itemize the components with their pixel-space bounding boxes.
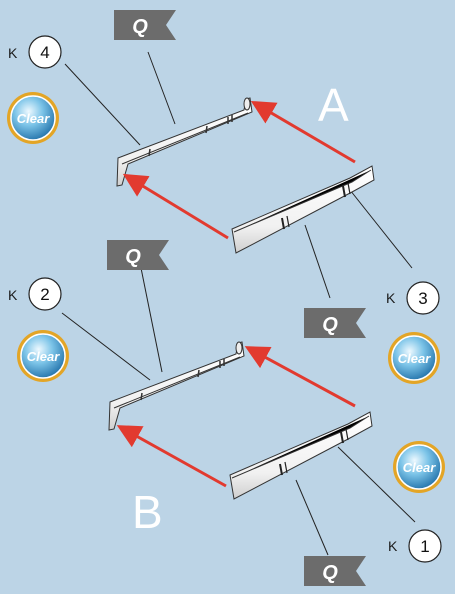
- assembly-b: [108, 341, 373, 500]
- step-number: 3: [418, 289, 427, 308]
- lower-back-rail: [108, 341, 245, 431]
- flag-icon: Q: [114, 10, 176, 40]
- flag-label: Q: [322, 562, 338, 584]
- arrow-icon: [116, 425, 227, 488]
- clear-badge-icon: Clear: [17, 330, 69, 382]
- arrow-icon: [250, 100, 356, 164]
- step-number-circle: [28, 35, 62, 69]
- step-callout-3: K 3: [386, 281, 440, 315]
- step-number: 2: [40, 285, 49, 304]
- flag-label: Q: [322, 314, 338, 336]
- step-number: 1: [420, 537, 429, 556]
- step-prefix: K: [8, 45, 18, 61]
- leader-line: [349, 189, 413, 269]
- step-prefix: K: [388, 538, 398, 554]
- leader-line: [147, 51, 176, 125]
- leader-line: [64, 63, 141, 146]
- flag-icon: Q: [304, 308, 366, 338]
- step-callout-1: K 1: [388, 529, 442, 563]
- clear-label: Clear: [27, 349, 60, 364]
- leader-line: [140, 267, 163, 373]
- leader-line: [337, 446, 416, 523]
- upper-front-rail: [231, 165, 375, 254]
- leader-lines: [61, 51, 416, 556]
- leader-line: [295, 479, 329, 556]
- step-prefix: K: [8, 287, 18, 303]
- clear-badge-icon: Clear: [388, 332, 440, 384]
- step-number-circle: [28, 277, 62, 311]
- flag-icon: Q: [304, 556, 366, 586]
- assembly-a: [116, 97, 375, 254]
- step-number-circle: [406, 281, 440, 315]
- leader-line: [61, 312, 151, 381]
- step-prefix: K: [386, 290, 396, 306]
- arrow-icon: [122, 173, 229, 240]
- clear-badge-icon: Clear: [393, 441, 445, 493]
- step-number: 4: [40, 43, 49, 62]
- step-number-circle: [408, 529, 442, 563]
- clear-label: Clear: [398, 351, 431, 366]
- section-label-b: B: [132, 486, 163, 538]
- clear-label: Clear: [17, 111, 50, 126]
- lower-front-rail: [229, 411, 373, 500]
- section-label-a: A: [318, 79, 349, 131]
- flag-label: Q: [132, 16, 148, 38]
- flag-label: Q: [125, 246, 141, 268]
- clear-badge-icon: Clear: [7, 92, 59, 144]
- leader-line: [304, 224, 331, 299]
- step-callout-2: K 2: [8, 277, 62, 311]
- clear-label: Clear: [403, 460, 436, 475]
- arrow-icon: [244, 346, 356, 408]
- step-callout-4: K 4: [8, 35, 62, 69]
- flag-icon: Q: [107, 240, 169, 270]
